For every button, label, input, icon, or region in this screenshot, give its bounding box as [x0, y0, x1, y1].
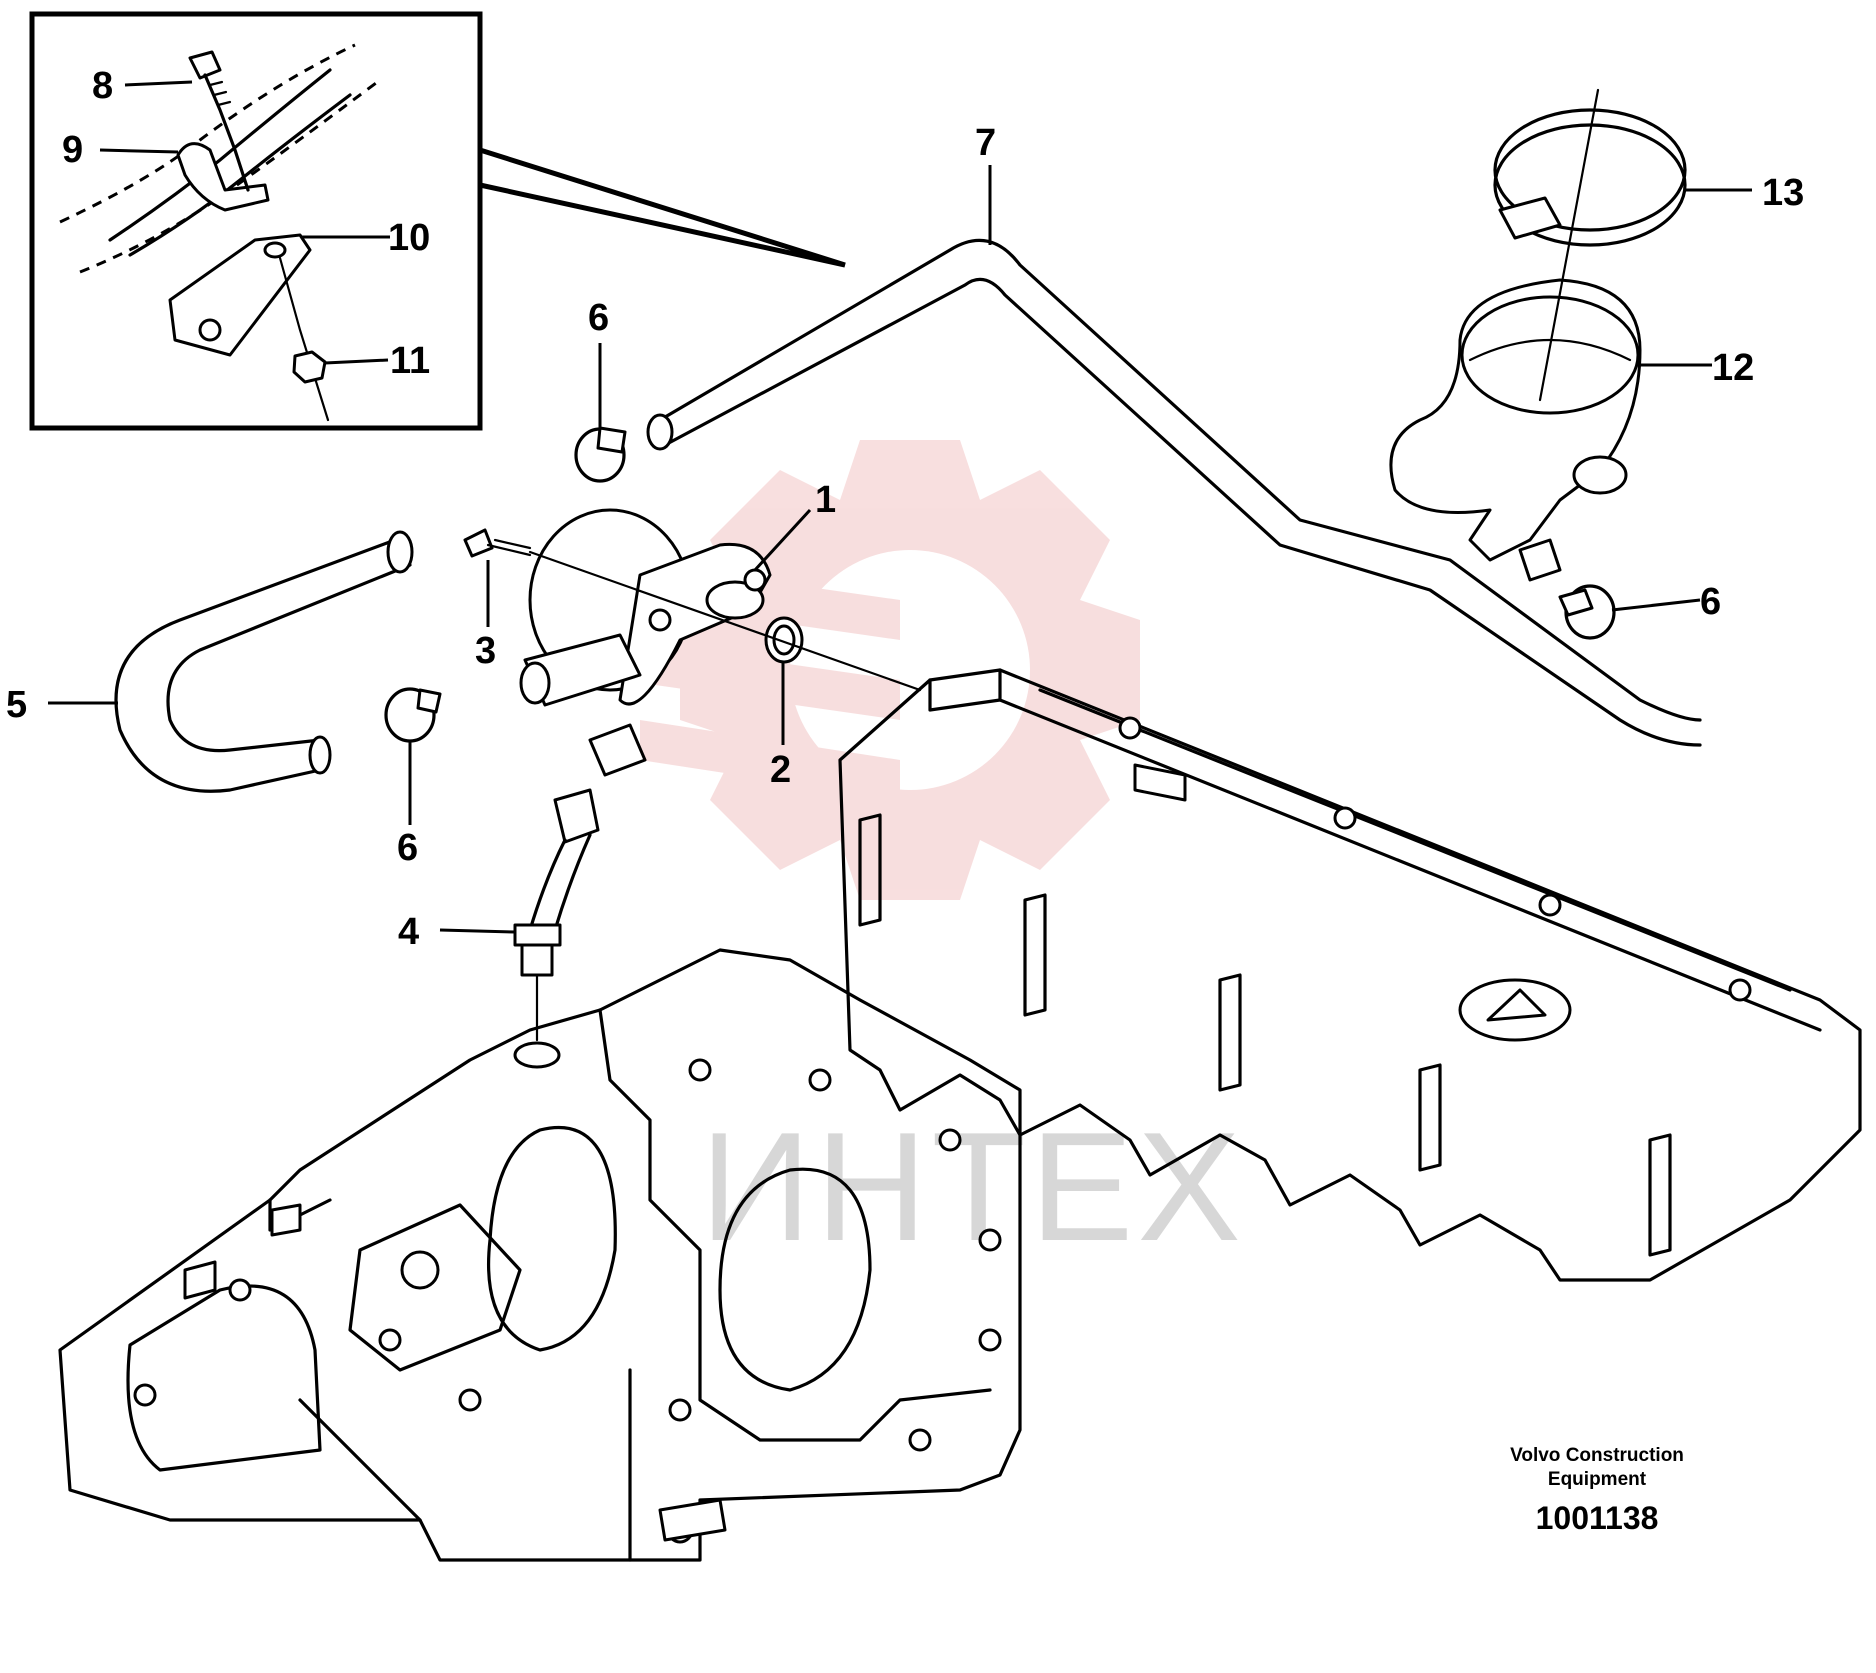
inset-detail-box: [29, 11, 846, 431]
callout-4: 4: [398, 911, 419, 953]
pipe-4-shape: [513, 788, 600, 1042]
callout-9: 9: [62, 129, 83, 171]
clip-9-shape: [176, 142, 270, 212]
callout-13: 13: [1762, 172, 1804, 214]
hose-clamp-6-right-shape: [1558, 584, 1616, 640]
leader-lines: [48, 80, 1752, 934]
brand-line-1: Volvo Construction: [1510, 1445, 1684, 1466]
housing-12-shape: [1389, 278, 1642, 582]
callout-7: 7: [975, 122, 996, 164]
hose-clamp-6-left-shape: [384, 687, 442, 743]
callout-6-left: 6: [397, 827, 418, 869]
callout-6-right: 6: [1700, 581, 1721, 623]
valve-cover-shape: [838, 668, 1862, 1282]
brand-line-2: Equipment: [1548, 1469, 1647, 1490]
callout-12: 12: [1712, 347, 1754, 389]
clamp-13-shape: [1493, 88, 1687, 402]
hose-7-shape: [646, 238, 1702, 747]
watermark-text: ИНТЕХ: [700, 1100, 1245, 1273]
callout-1: 1: [815, 479, 836, 521]
callout-2: 2: [770, 749, 791, 791]
callout-3: 3: [475, 630, 496, 672]
engine-block-shape: [58, 948, 1022, 1562]
callout-5: 5: [6, 684, 27, 726]
callout-11: 11: [390, 340, 430, 382]
callout-labels: 8 9 10 11 7 13 12 6 1 6 3 5 2 6 4: [6, 65, 1804, 953]
callout-10: 10: [388, 217, 430, 259]
hose-clamp-6-top-shape: [574, 426, 627, 483]
document-number: 1001138: [1536, 1500, 1659, 1536]
callout-6-top: 6: [588, 297, 609, 339]
footer-block: Volvo Construction Equipment 1001138: [1510, 1445, 1684, 1536]
watermark-gear-logo: [620, 440, 1140, 900]
callout-8: 8: [92, 65, 113, 107]
hose-5-shape: [114, 530, 414, 793]
nut-11-shape: [292, 350, 327, 384]
oil-separator-1-shape: [519, 508, 772, 777]
bolt-3-shape: [463, 528, 922, 692]
